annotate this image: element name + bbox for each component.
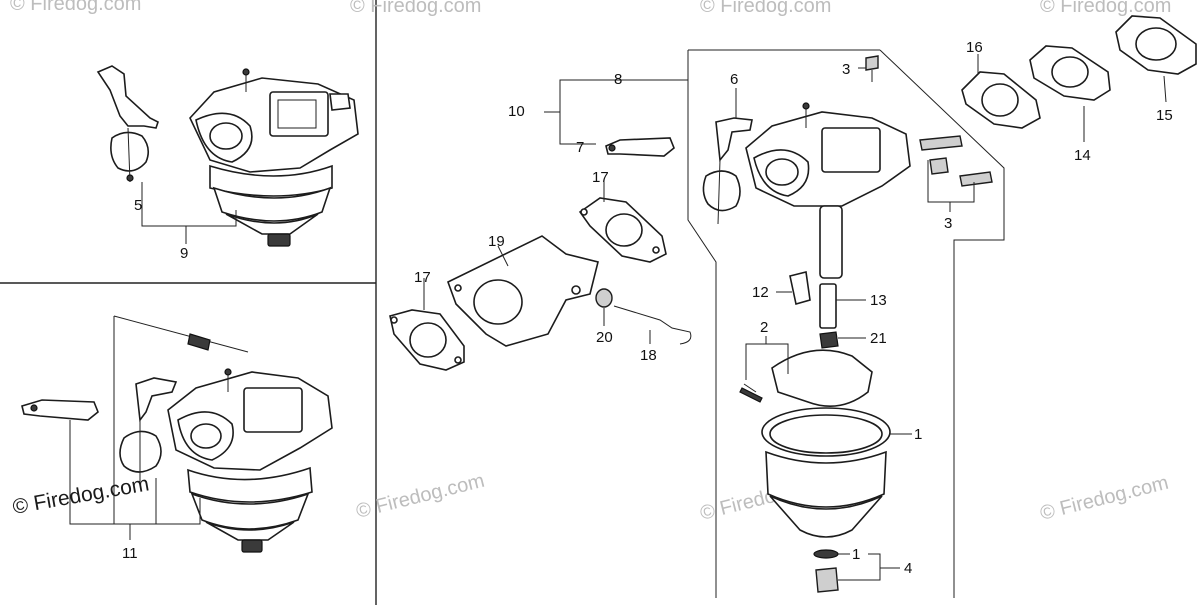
callout-17: 17	[414, 269, 431, 286]
callout-13: 13	[870, 292, 887, 309]
callout-19: 19	[488, 233, 505, 250]
watermark-faint: © Firedog.com	[10, 0, 141, 15]
callout-1: 1	[914, 426, 922, 443]
callout-11: 11	[122, 545, 138, 562]
panel-dividers	[0, 0, 377, 605]
watermark-faint: © Firedog.com	[354, 470, 487, 523]
watermark-faint: © Firedog.com	[350, 0, 481, 17]
gasket-group-center	[389, 79, 692, 371]
callout-4: 4	[904, 560, 912, 577]
watermark-faint: © Firedog.com	[1038, 472, 1171, 525]
callout-5: 5	[134, 197, 142, 214]
callout-14: 14	[1074, 147, 1091, 164]
callout-6: 6	[730, 71, 738, 88]
watermark-faint: © Firedog.com	[700, 0, 831, 17]
callout-3: 3	[842, 61, 850, 78]
callout-17: 17	[592, 169, 609, 186]
callout-3: 3	[944, 215, 952, 232]
callout-20: 20	[596, 329, 613, 346]
exploded-carburetor	[687, 15, 1197, 598]
callout-16: 16	[966, 39, 983, 56]
carburetor-assembly-11	[21, 315, 333, 553]
callout-7: 7	[576, 139, 584, 156]
callout-21: 21	[870, 330, 887, 347]
callout-2: 2	[760, 319, 768, 336]
callout-15: 15	[1156, 107, 1173, 124]
callout-8: 8	[614, 71, 622, 88]
carburetor-assembly-9	[96, 65, 359, 247]
callout-9: 9	[180, 245, 188, 262]
watermark-main: © Firedog.com	[11, 472, 151, 519]
callout-1: 1	[852, 546, 860, 563]
callout-18: 18	[640, 347, 657, 364]
callout-10: 10	[508, 103, 525, 120]
callout-12: 12	[752, 284, 769, 301]
watermark-faint: © Firedog.com	[1040, 0, 1171, 17]
